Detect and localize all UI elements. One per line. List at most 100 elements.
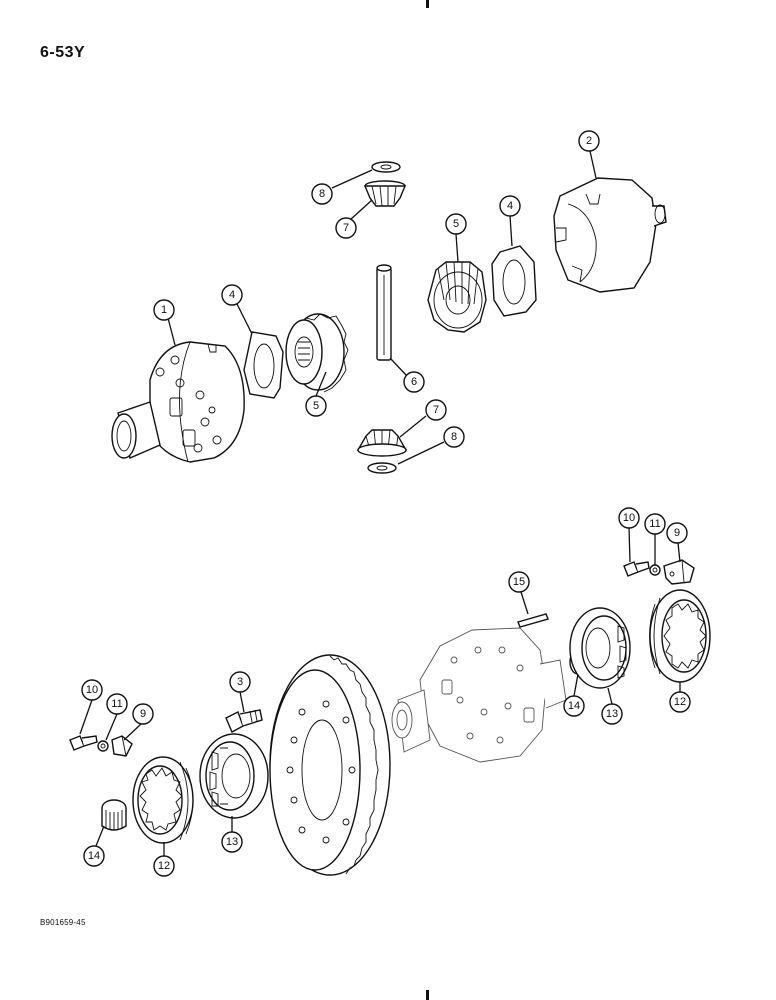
leader-line-10a — [79, 699, 93, 735]
callout-bubble: 2 — [578, 130, 600, 152]
callout-label: 12 — [674, 696, 686, 708]
callout-label: 11 — [649, 518, 660, 530]
callout-bubble: 14 — [83, 845, 105, 867]
callout-bubble: 7 — [425, 399, 447, 421]
roll-pin — [517, 613, 549, 628]
leader-line-10b — [628, 527, 631, 563]
callout-bubble: 12 — [669, 691, 691, 713]
side-gear-left — [285, 313, 349, 393]
callout-label: 12 — [158, 860, 170, 872]
callout-label: 2 — [586, 135, 592, 147]
leader-line-11a — [105, 713, 118, 741]
side-gear-right — [427, 261, 487, 333]
callout-bubble: 12 — [153, 855, 175, 877]
leader-line-14a — [95, 825, 105, 847]
callout-label: 7 — [433, 404, 439, 416]
callout-label: 13 — [606, 708, 618, 720]
page-number: 6-53Y — [40, 44, 86, 61]
callout-bubble: 5 — [445, 213, 467, 235]
pinion-gear-lower — [356, 429, 408, 457]
callout-bubble: 13 — [601, 703, 623, 725]
callout-label: 1 — [161, 304, 167, 316]
lock-washer-left — [97, 740, 109, 752]
callout-bubble: 4 — [499, 195, 521, 217]
callout-label: 11 — [111, 698, 122, 710]
callout-label: 4 — [507, 200, 513, 212]
leader-line-5b — [455, 233, 459, 263]
callout-label: 14 — [88, 850, 100, 862]
callout-bubble: 14 — [563, 695, 585, 717]
bolt-right — [623, 561, 650, 577]
leader-line-6 — [389, 357, 408, 377]
leader-line-4a — [235, 301, 253, 335]
adjusting-nut-right — [649, 589, 711, 683]
leader-line-3 — [239, 691, 245, 713]
callout-label: 4 — [229, 289, 235, 301]
callout-label: 8 — [451, 431, 457, 443]
callout-bubble: 10 — [81, 679, 103, 701]
callout-bubble: 11 — [644, 513, 666, 535]
leader-line-7a — [349, 199, 373, 221]
bolt-left — [69, 735, 98, 751]
callout-bubble: 15 — [508, 571, 530, 593]
callout-label: 14 — [568, 700, 580, 712]
leader-line-7b — [399, 415, 427, 438]
callout-bubble: 10 — [618, 507, 640, 529]
leader-line-1 — [167, 317, 176, 346]
callout-label: 8 — [319, 188, 325, 200]
leader-line-9b — [677, 542, 681, 563]
thrust-washer-right — [491, 245, 537, 317]
leader-line-2 — [589, 150, 597, 179]
bearing-cone-left — [199, 733, 269, 819]
callout-bubble: 1 — [153, 299, 175, 321]
thrust-washer-left — [243, 331, 284, 399]
lock-plate-right — [663, 559, 695, 585]
callout-label: 10 — [623, 512, 635, 524]
callout-bubble: 3 — [229, 671, 251, 693]
differential-case-cover — [553, 177, 667, 293]
callout-bubble: 9 — [132, 703, 154, 725]
bearing-cup-left — [101, 799, 127, 831]
callout-label: 9 — [674, 527, 680, 539]
callout-bubble: 13 — [221, 831, 243, 853]
callout-label: 9 — [140, 708, 146, 720]
adjusting-nut-left — [132, 756, 194, 844]
callout-label: 3 — [237, 676, 243, 688]
ring-gear — [269, 654, 391, 876]
figure-code: B901659-45 — [40, 918, 86, 927]
pinion-gear-upper — [363, 180, 407, 207]
callout-label: 15 — [513, 576, 525, 588]
leader-line-9a — [123, 723, 142, 741]
leader-line-15 — [520, 591, 529, 615]
lock-plate-left — [111, 735, 133, 757]
ring-gear-bolt — [225, 709, 263, 733]
callout-bubble: 7 — [335, 217, 357, 239]
top-crop-mark — [426, 0, 429, 8]
leader-line-14b — [573, 673, 579, 697]
callout-bubble: 11 — [106, 693, 128, 715]
pinion-shaft — [376, 264, 392, 361]
callout-label: 13 — [226, 836, 238, 848]
callout-label: 7 — [343, 222, 349, 234]
bottom-crop-mark — [426, 990, 429, 1000]
lock-washer-right — [649, 564, 661, 576]
washer-upper — [371, 161, 401, 173]
callout-bubble: 8 — [311, 183, 333, 205]
leader-line-4b — [509, 215, 513, 247]
leader-line-13b — [607, 687, 613, 705]
leader-line-8b — [397, 441, 445, 465]
callout-label: 6 — [411, 376, 417, 388]
bearing-cone-right — [569, 607, 631, 689]
callout-label: 10 — [86, 684, 98, 696]
callout-bubble: 6 — [403, 371, 425, 393]
callout-bubble: 8 — [443, 426, 465, 448]
leader-line-5a — [315, 371, 327, 397]
washer-lower — [367, 462, 397, 474]
callout-bubble: 5 — [305, 395, 327, 417]
callout-label: 5 — [313, 400, 319, 412]
callout-bubble: 4 — [221, 284, 243, 306]
differential-case-half — [111, 341, 245, 463]
leader-line-8a — [331, 169, 373, 189]
differential-case-assembly — [391, 627, 567, 763]
